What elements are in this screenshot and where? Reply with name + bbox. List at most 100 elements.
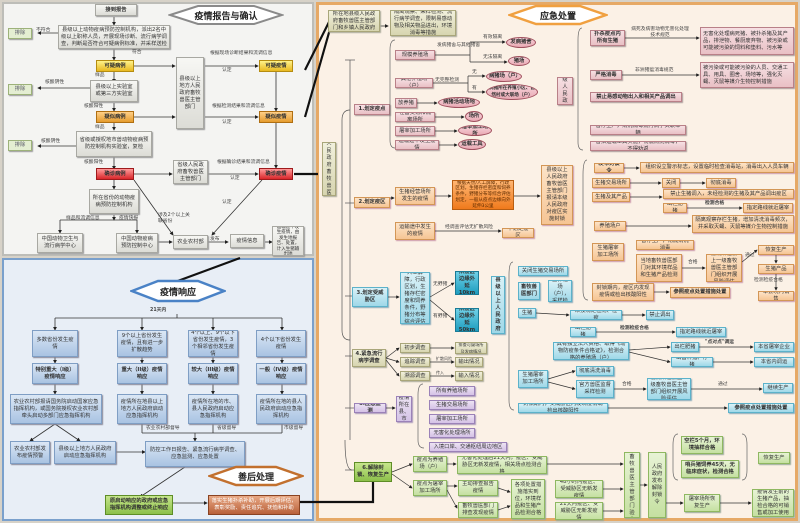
sec2-route: 指定路线就近屠宰 — [743, 203, 793, 213]
sec2-transport-epi: 运输途中发生的疫情 — [395, 222, 435, 240]
sec3-handle: 参照疫点处置措施处置 — [728, 403, 794, 413]
sec5-label: 5.应急监测 — [354, 403, 386, 413]
sec2-eval: 疫情所在县上一级畜牧兽医主管部门组织开展风险评估 — [706, 254, 742, 282]
sec2-handle: 参照疫点处置措施处置 — [670, 287, 730, 298]
sec2-farm-epi: 生猪经营场所发生的疫情 — [395, 187, 435, 205]
sec6-farm-point: 疫点为养殖场（户） — [413, 456, 447, 472]
sec4-init-out: 排查可疑场所及发病情况 — [455, 342, 487, 354]
sec6-farm-cond: 无害化处理后21天内，疫区、受威胁区无新发疫情，相关场点检测合格 — [457, 456, 547, 474]
level-3-action: 疫情所在地的市、县人民政府启动应急指挥机构 — [188, 394, 238, 424]
suspected-epidemic: 疑似疫情 — [259, 111, 293, 123]
sec3-label: 3.划定受威胁区 — [352, 287, 388, 307]
sec2-resume: 恢复生产 — [758, 245, 794, 255]
positive-label-1: 核酸阳性 — [84, 104, 104, 109]
sec1-sick-area: 病猪所在养殖小区、自然村或大联场（户） — [486, 84, 538, 100]
sec2-thorough: 彻底消毒 — [706, 178, 736, 188]
sec3-continue: 继续生产 — [763, 383, 793, 393]
level-4-response: 一般（IV级）疫情响应 — [256, 363, 306, 384]
sec5-where: 疫情所在县、市 — [396, 396, 412, 422]
sec1-other-note: 无完整检测 — [435, 78, 459, 83]
sec3-has-boar: 有野猪 — [433, 314, 448, 319]
sec6-lift: 人民政府发布解除封锁令 — [648, 452, 666, 518]
sec3-through: 通过 — [718, 382, 728, 387]
sec1-not-isolated: 无法隔离 — [483, 55, 503, 60]
prov-center-box: 所在省份的动物疫病预防控制机构 — [89, 189, 139, 214]
supervise-ministry: 农业农村部督导 — [146, 426, 180, 431]
sec2-products: 生猪及其产品 — [592, 192, 630, 202]
sec1-sick-farm: 病猪场（户） — [486, 71, 522, 82]
sec5-item-3: 无害化处理场所 — [429, 428, 475, 438]
sec3-slaughter-house: 生猪屠宰加工场所 — [518, 370, 548, 388]
sec2-found: 封锁期内，疫区内发现疫情或检出核酸阳性 — [592, 283, 654, 301]
china-animal-health-box: 中国动物卫生与流行病学中心 — [37, 233, 83, 253]
sec1-farm: 规模养殖场 — [395, 50, 435, 60]
sample-info-label: 样品和流调信息 — [66, 216, 100, 221]
sample-label-1: 样品 — [95, 73, 105, 78]
sec3-no-boar: 无野猪 — [433, 282, 448, 287]
exclude-box-1: 排除 — [8, 28, 32, 39]
sec3-inspect: 全面排查养殖场（户），采样检测 — [548, 280, 572, 302]
level-4-condition: 4个以下省份发生疫情 — [256, 330, 306, 357]
sec2-breeders: 养殖场户 — [594, 221, 626, 231]
sec1-farm-note: 发病猪舍与其他猪舍 — [437, 43, 481, 48]
sec6-label: 6.解除封锁、恢复生产 — [354, 462, 392, 482]
sec3-out-pig: 出栏肥猪 — [671, 342, 699, 352]
sec3-r10: 从疫区边缘外延10km — [455, 271, 479, 295]
sec6-measures: 各项处置措施落实到位，环境样品和生猪产品检测合格 — [511, 479, 545, 519]
supervise-prov: 省级督导 — [217, 426, 237, 431]
sec6-vet-check: 畜牧兽医部门排查发现疫情 — [458, 502, 498, 518]
china-cdc-box: 中国动物疫病预防控制中心 — [116, 233, 158, 253]
after-title: 善后处理 — [208, 465, 304, 487]
sec6-self-check: 主动排查报告疫情 — [458, 480, 498, 496]
ministry-box: 农业农村部 — [173, 235, 208, 249]
sec1-isolated: 有效隔离 — [483, 35, 503, 40]
sec4-initial: 初步调查 — [400, 343, 430, 353]
sec1-none: 无 — [472, 70, 477, 75]
negative-label-2: 核酸阴性 — [41, 139, 61, 144]
diamond-shape — [130, 279, 226, 303]
prov-gov-vet-box: 省级人民政府畜牧兽医主管部门 — [173, 160, 208, 184]
confirmed-epidemic: 确诊疫情 — [259, 168, 293, 180]
sec3-route: 指定路线就近屠宰 — [676, 327, 726, 337]
exclude-box-3: 排除 — [8, 140, 32, 151]
sec4-source: 传入 — [436, 370, 444, 375]
sec2-test-pass2: 检测检疫合格 — [754, 278, 783, 283]
sec3-slaughter-out: 出栏肥猪 — [570, 327, 596, 337]
sec4-spread: 扩散风险 — [436, 356, 452, 361]
sec6-sl-resume: 屠宰场所恢复生产 — [684, 494, 720, 512]
county-gov-vet-box: 县级以上地方人民政府畜牧兽医主管部门 — [176, 57, 204, 129]
positive-label-2: 核酸阳性 — [84, 160, 104, 165]
sec2-through: 通过 — [745, 253, 755, 258]
sec4-out-status: 输出情况 — [455, 357, 483, 367]
confirm-label-3: 认定 — [230, 176, 240, 181]
sec2-breeders-action: 隔离观察存栏生猪，增加清洗消毒频次，并采取灭蝇、灭鼠等媒介生物控制措施 — [692, 215, 794, 233]
sec2-assess: 经调查评估无扩散风险 — [445, 225, 493, 230]
sec6-21d: 21天内疫区、受威胁区无新发疫情 — [555, 502, 603, 520]
level-2-action: 疫情所在地县以上地方人民政府启动应急指挥机构 — [117, 394, 167, 424]
confirm-label-4: 认定 — [222, 200, 232, 205]
sec2-local-test: 当地畜牧兽医部门对其环境样品和生猪产品检测 — [636, 254, 682, 282]
sec1-disinfect-result: 被污染或可能被污染的人员、交通工具、用具、圈舍、场地等，强化灭蝇、灭鼠等媒介生物… — [700, 62, 794, 88]
level-3-condition: 4个以上、9个以下省份发生疫情，3个相邻省份发生疫情 — [188, 330, 238, 357]
sec2-farm-rule: 根据天然/人工屏障，行政区划，生猪存栏密度和饲养条件，野猪分布等综合评估划定，一… — [452, 180, 514, 210]
within-21-days: 21天内 — [150, 308, 167, 313]
sec3-found: 封锁期内，受威胁区内发现疫情或检出核酸阳性 — [518, 403, 608, 413]
exclude-box-2: 排除 — [8, 84, 32, 95]
sec6-products: 疫情发生前的生猪产品，抽检合格的可销售或加工使用 — [752, 489, 794, 517]
sec6-empty: 空栏5个月，环境抽样合格 — [681, 436, 723, 454]
suspect-case: 可疑病例 — [96, 60, 134, 72]
sec1-sick-house: 发病猪舍 — [506, 37, 536, 48]
sec4-trace-back: 溯源调查 — [400, 371, 430, 381]
sec2-ban-in: 禁止生猪调入，未经检测的生猪及其产品调出疫区 — [663, 189, 794, 199]
basis-label-3: 根据确诊结果和流调信息 — [217, 160, 270, 165]
receive-report: 接到报告 — [95, 4, 137, 16]
response-title: 疫情响应 — [130, 279, 226, 303]
sec6-resume: 恢复生产 — [758, 452, 790, 464]
not-match-label: 不符合 — [36, 28, 51, 33]
level-1-action: 农业农村部报请国务院启动国家应急指挥机构，或国务院授权农业农村部牵头启动多部门应… — [10, 394, 102, 424]
sec2-test-pass: 检测合格 — [705, 201, 725, 206]
sec1-market: 牲畜交易和隔离场所 — [395, 112, 435, 122]
sec2-stop: 暂停生产，彻底清洗消毒 — [636, 240, 694, 250]
sec1-transport: 运输途中发生疫情 — [395, 140, 439, 150]
sec3-r50: 从疫区边缘外延50km — [455, 308, 479, 332]
